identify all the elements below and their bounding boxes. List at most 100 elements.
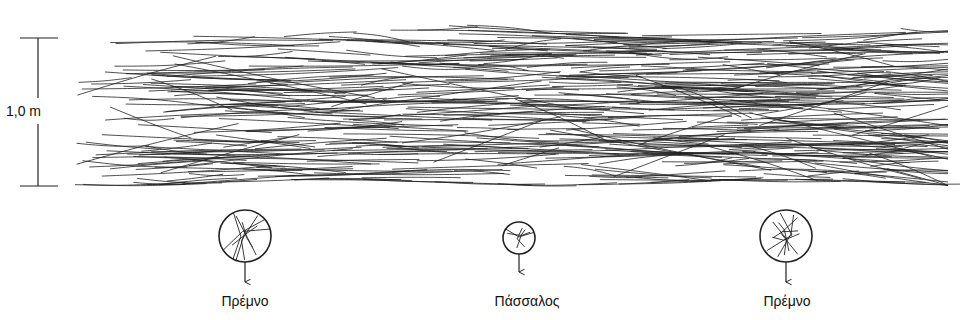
dimension-label: 1,0 m [4, 102, 43, 120]
twig-stroke [459, 34, 617, 43]
twig-stroke [521, 100, 638, 105]
twig-stroke [566, 121, 687, 130]
twig-stroke [285, 57, 484, 65]
twig-stroke [402, 117, 560, 143]
twig-stroke [642, 102, 780, 104]
twig-stroke [408, 107, 610, 109]
twig-stroke [581, 165, 711, 181]
twig-stroke [372, 53, 552, 64]
twig-stroke [155, 167, 303, 170]
twig-stroke [220, 163, 345, 172]
twig-stroke [592, 175, 756, 177]
twig-stroke [181, 108, 338, 117]
wood-crack [773, 222, 787, 255]
twig-stroke [584, 113, 753, 118]
twig-stroke [505, 54, 564, 58]
wood-crack [233, 212, 241, 260]
stump-left [219, 210, 271, 282]
twig-stroke [288, 118, 453, 126]
twig-stroke [123, 69, 265, 71]
twig-stroke [138, 153, 338, 164]
twig-stroke [136, 164, 213, 170]
twig-stroke [102, 135, 273, 143]
twig-stroke [465, 159, 537, 168]
twig-stroke [362, 177, 461, 178]
twig-stroke [194, 123, 341, 132]
twig-stroke [683, 65, 780, 70]
twig-stroke [171, 91, 368, 95]
twig-stroke [288, 170, 502, 176]
stake [503, 222, 535, 272]
twig-stroke [453, 99, 644, 114]
twig-stroke [834, 129, 922, 138]
twig-stroke [205, 80, 406, 87]
twig-stroke [229, 107, 305, 118]
twig-stroke [767, 64, 891, 74]
wood-crack [507, 232, 530, 235]
twig-stroke [701, 32, 906, 41]
twig-stroke [638, 86, 818, 96]
twig-stroke [767, 117, 897, 123]
twig-stroke [572, 129, 771, 170]
twig-stroke [560, 116, 639, 126]
twig-stroke [609, 144, 721, 147]
twig-stroke [795, 179, 905, 182]
wood-crack [235, 219, 266, 263]
twig-stroke [888, 98, 948, 103]
twig-stroke [449, 73, 661, 83]
twig-stroke [745, 145, 816, 169]
twig-stroke [653, 129, 779, 140]
twig-stroke [642, 34, 821, 36]
twig-stroke [378, 153, 559, 155]
twig-stroke [867, 181, 960, 184]
twig-stroke [861, 67, 948, 70]
twig-stroke [391, 62, 459, 65]
wood-crack [242, 222, 252, 247]
twig-stroke [579, 67, 629, 72]
twig-stroke [417, 154, 556, 160]
part-name: Πρέμνο [219, 292, 270, 310]
twig-stroke [383, 96, 440, 99]
twig-stroke [495, 99, 608, 103]
twig-stroke [110, 107, 191, 138]
twig-stroke [724, 165, 827, 173]
twig-stroke [464, 133, 558, 142]
twig-stroke [729, 53, 866, 90]
twig-stroke [526, 89, 579, 90]
twig-stroke [816, 75, 948, 89]
twig-stroke [79, 78, 132, 83]
twig-stroke [753, 152, 818, 154]
twig-stroke [225, 111, 386, 117]
twig-stroke [386, 145, 468, 153]
twig-stroke [440, 112, 533, 122]
twig-stroke [552, 84, 633, 86]
twig-stroke [315, 112, 492, 120]
twig-stroke [788, 53, 862, 55]
twig-stroke [147, 179, 257, 184]
twig-stroke [89, 158, 225, 167]
twig-stroke [582, 123, 640, 124]
twig-stroke [284, 32, 357, 37]
twig-stroke [883, 77, 948, 84]
twig-stroke [392, 164, 589, 170]
twig-stroke [418, 30, 619, 37]
twig-stroke [498, 154, 639, 164]
twig-stroke [346, 41, 449, 44]
twig-stroke [498, 145, 700, 152]
twig-stroke [445, 49, 550, 55]
twig-stroke [638, 142, 791, 145]
twig-stroke [724, 58, 836, 60]
twig-stroke [151, 147, 361, 152]
twig-stroke [390, 27, 477, 30]
twig-stroke [323, 96, 519, 103]
twig-stroke [786, 45, 870, 46]
twig-stroke [245, 125, 458, 131]
twig-stroke [883, 59, 948, 61]
twig-stroke [739, 169, 845, 171]
twig-stroke [470, 58, 558, 61]
twig-stroke [488, 117, 644, 126]
twig-stroke [713, 84, 832, 88]
twig-stroke [270, 76, 484, 84]
twig-stroke [126, 66, 304, 74]
